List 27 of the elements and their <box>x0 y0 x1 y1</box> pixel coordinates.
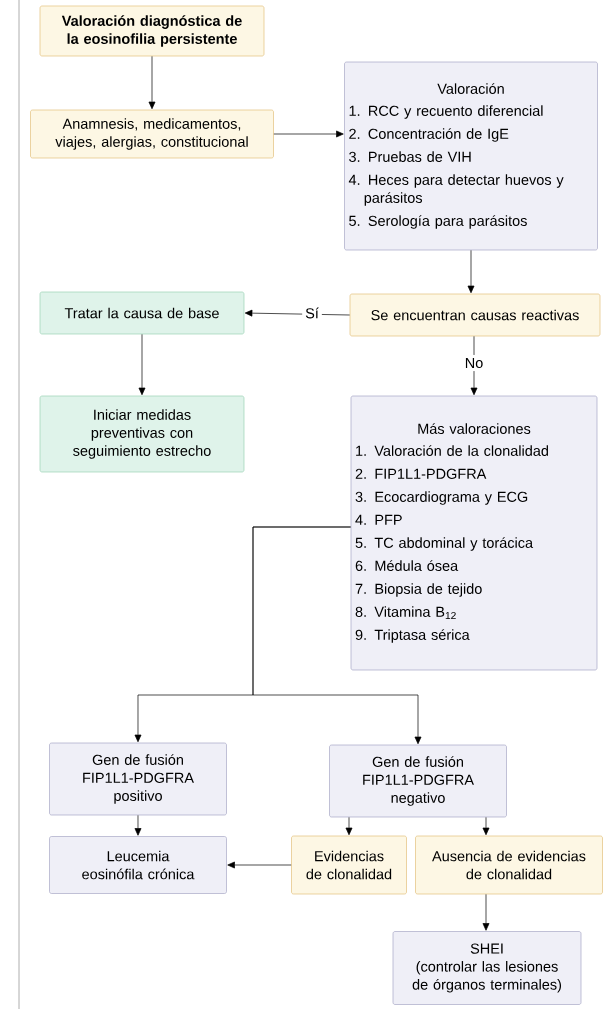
edge-label: No <box>461 354 487 372</box>
edge-label: Sí <box>302 304 322 322</box>
step-box: Se encuentran causas reactivas <box>349 293 601 337</box>
assessment-box: Más valoraciones 1. Valoración de la clonalidad 2. FIP1L1-PDGFRA 3. Ecocardiograma y ECG 4. PFP 5. TC abdominal y torácica 6. Médula ósea 7. Biopsia de tejido 8. Vitamina B$_{12}$ 9. Triptasa sérica <box>350 395 598 671</box>
treatment-box: Iniciar medidas preventivas con seguimiento estrecho <box>39 395 245 473</box>
arrow <box>470 336 478 396</box>
arrow <box>345 817 353 836</box>
arrow <box>273 130 344 138</box>
assessment-box: Gen de fusión FIP1L1-PDGFRA negativo <box>329 744 507 818</box>
assessment-box: SHEI (controlar las lesiones de órganos terminales) <box>392 931 582 1005</box>
step-box: Anamnesis, medicamentos, viajes, alergias, constitucional <box>30 109 274 159</box>
arrow <box>252 526 422 745</box>
step-box: Valoración diagnóstica de la eosinofilia persistente <box>39 5 265 57</box>
arrow <box>467 250 475 294</box>
arrow <box>244 309 350 317</box>
arrow <box>138 334 146 396</box>
assessment-box: Valoración 1. RCC y recuento diferencial 2. Concentración de IgE 3. Pruebas de VIH 4. Heces para detectar huevos y parásitos 5. Serología para parásitos <box>344 61 598 251</box>
assessment-box: Leucemia eosinófila crónica <box>49 836 227 894</box>
step-box: Evidencias de clonalidad <box>291 835 407 895</box>
treatment-box: Tratar la causa de base <box>39 291 245 335</box>
arrow <box>482 894 490 931</box>
step-box: Ausencia de evidencias de clonalidad <box>415 835 603 895</box>
arrow <box>482 817 490 836</box>
assessment-box: Gen de fusión FIP1L1-PDGFRA positivo <box>49 742 227 816</box>
arrow <box>134 815 142 836</box>
arrow <box>148 56 156 110</box>
arrow <box>227 861 292 869</box>
